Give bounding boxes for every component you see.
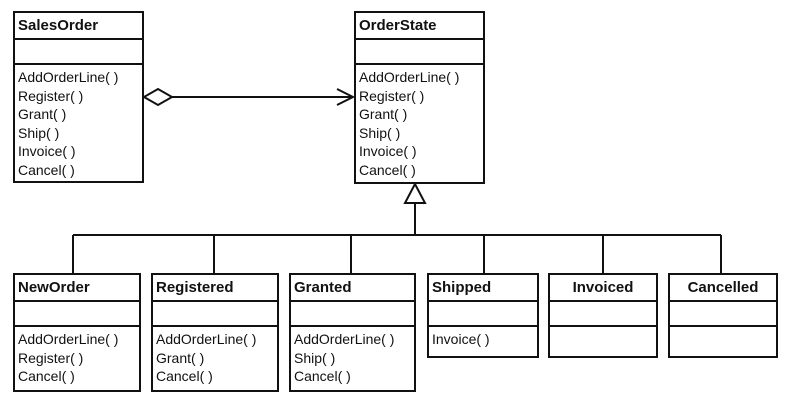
class-shipped: Shipped Invoice( )	[427, 273, 539, 358]
operation: Ship( )	[18, 124, 60, 141]
attributes-compartment	[429, 302, 537, 327]
operation: AddOrderLine( )	[18, 331, 119, 347]
class-granted: Granted AddOrderLine( ) Ship( ) Cancel( …	[289, 273, 416, 392]
operations-compartment: AddOrderLine( ) Register( ) Grant( ) Shi…	[356, 65, 483, 179]
class-invoiced: Invoiced	[548, 273, 658, 358]
class-name: SalesOrder	[15, 13, 142, 40]
operations-compartment: AddOrderLine( ) Ship( ) Cancel( )	[291, 327, 414, 386]
operation: Invoice( )	[432, 331, 490, 347]
class-name: Granted	[291, 275, 414, 302]
attributes-compartment	[670, 302, 776, 327]
attributes-compartment	[550, 302, 656, 327]
operations-compartment: Invoice( )	[429, 327, 537, 349]
operation: Register( )	[18, 349, 84, 366]
attributes-compartment	[291, 302, 414, 327]
class-name: NewOrder	[15, 275, 139, 302]
class-name: Shipped	[429, 275, 537, 302]
operation: Register( )	[359, 87, 425, 104]
operation: Cancel( )	[359, 161, 416, 178]
operations-compartment: AddOrderLine( ) Grant( ) Cancel( )	[153, 327, 277, 386]
operation: Cancel( )	[18, 161, 75, 178]
operation: Register( )	[18, 87, 84, 104]
operation: Grant( )	[156, 349, 205, 366]
operation: Invoice( )	[18, 143, 76, 159]
operation: Ship( )	[359, 124, 401, 141]
operation: Cancel( )	[156, 368, 213, 384]
class-cancelled: Cancelled	[668, 273, 778, 358]
class-order-state: OrderState AddOrderLine( ) Register( ) G…	[354, 11, 485, 184]
class-name: Cancelled	[670, 275, 776, 302]
operation: Cancel( )	[294, 368, 351, 384]
operation: Grant( )	[359, 106, 408, 122]
attributes-compartment	[356, 40, 483, 65]
operation: AddOrderLine( )	[18, 69, 119, 85]
operation: Ship( )	[294, 349, 336, 366]
operations-compartment	[670, 327, 776, 330]
aggregation-diamond	[141, 87, 175, 107]
class-registered: Registered AddOrderLine( ) Grant( ) Canc…	[151, 273, 279, 392]
attributes-compartment	[15, 40, 142, 65]
aggregation-arrowhead	[336, 88, 356, 106]
attributes-compartment	[15, 302, 139, 327]
operations-compartment: AddOrderLine( ) Register( ) Grant( ) Shi…	[15, 65, 142, 179]
operation: AddOrderLine( )	[359, 69, 460, 85]
class-name: OrderState	[356, 13, 483, 40]
class-sales-order: SalesOrder AddOrderLine( ) Register( ) G…	[13, 11, 144, 183]
operation: AddOrderLine( )	[156, 331, 257, 347]
generalization-triangle	[403, 181, 427, 204]
operations-compartment: AddOrderLine( ) Register( ) Cancel( )	[15, 327, 139, 386]
operation: AddOrderLine( )	[294, 331, 395, 347]
operation: Invoice( )	[359, 143, 417, 159]
operation: Grant( )	[18, 106, 67, 122]
class-new-order: NewOrder AddOrderLine( ) Register( ) Can…	[13, 273, 141, 392]
operations-compartment	[550, 327, 656, 330]
attributes-compartment	[153, 302, 277, 327]
class-name: Registered	[153, 275, 277, 302]
class-name: Invoiced	[550, 275, 656, 302]
operation: Cancel( )	[18, 368, 75, 384]
